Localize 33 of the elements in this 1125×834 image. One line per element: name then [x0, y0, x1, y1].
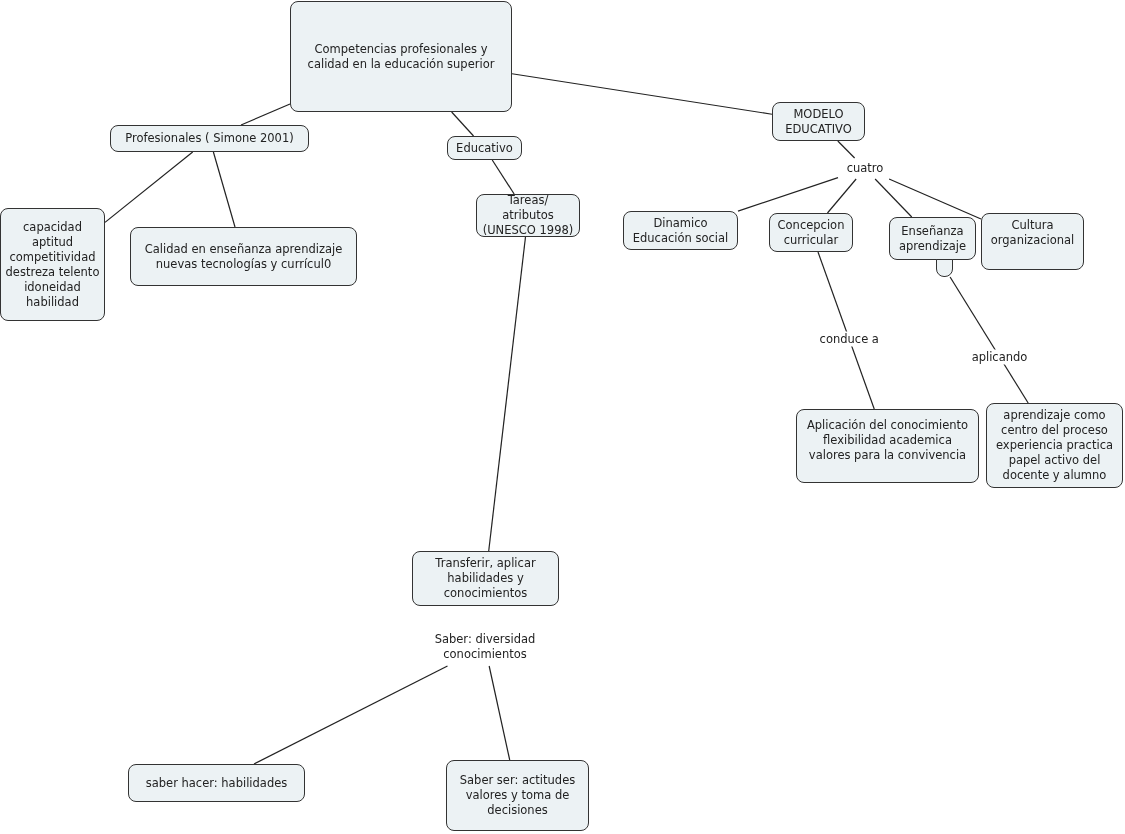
connector-line — [817, 251, 875, 410]
concept-box: MODELO EDUCATIVO — [772, 102, 865, 141]
connector-line — [488, 665, 511, 761]
connector-line — [104, 151, 194, 223]
connector-line — [949, 276, 1029, 404]
connector-line — [253, 665, 449, 765]
connector-line — [212, 151, 236, 228]
connector-line — [240, 103, 291, 126]
concept-box: Profesionales ( Simone 2001) — [110, 125, 309, 152]
connector-line — [491, 159, 515, 195]
concept-box: Enseñanza aprendizaje — [889, 217, 976, 260]
concept-box: Competencias profesionales y calidad en la educación superior — [290, 1, 512, 112]
connector-line — [837, 140, 856, 159]
concept-box: Cultura organizacional — [981, 213, 1084, 270]
concept-box: Concepcion curricular — [769, 213, 853, 252]
concept-box: Calidad en enseñanza aprendizaje nuevas tecnologías y currícul0 — [130, 227, 357, 286]
concept-box: Dinamico Educación social — [623, 211, 738, 250]
concept-box: aprendizaje como centro del proceso experiencia practica papel activo del docente y alumno — [986, 403, 1123, 488]
connector-line — [826, 178, 857, 214]
connector-line — [488, 236, 527, 552]
concept-box: Tareas/ atributos (UNESCO 1998) — [476, 194, 580, 237]
connector-line — [888, 178, 982, 220]
concept-box: saber hacer: habilidades — [128, 764, 305, 802]
concept-box: capacidad aptitud competitividad destreza telento idoneidad habilidad — [0, 208, 105, 321]
concept-box: Transferir, aplicar habilidades y conocimientos — [412, 551, 559, 606]
connector-line — [874, 178, 913, 218]
concept-box: Aplicación del conocimiento flexibilidad academica valores para la convivencia — [796, 409, 979, 483]
concept-box: Saber ser: actitudes valores y toma de decisiones — [446, 760, 589, 831]
connector-line — [737, 176, 839, 212]
expand-tab — [936, 259, 953, 277]
concept-box: Educativo — [447, 136, 522, 160]
connector-line — [511, 73, 773, 115]
connector-line — [451, 111, 475, 137]
